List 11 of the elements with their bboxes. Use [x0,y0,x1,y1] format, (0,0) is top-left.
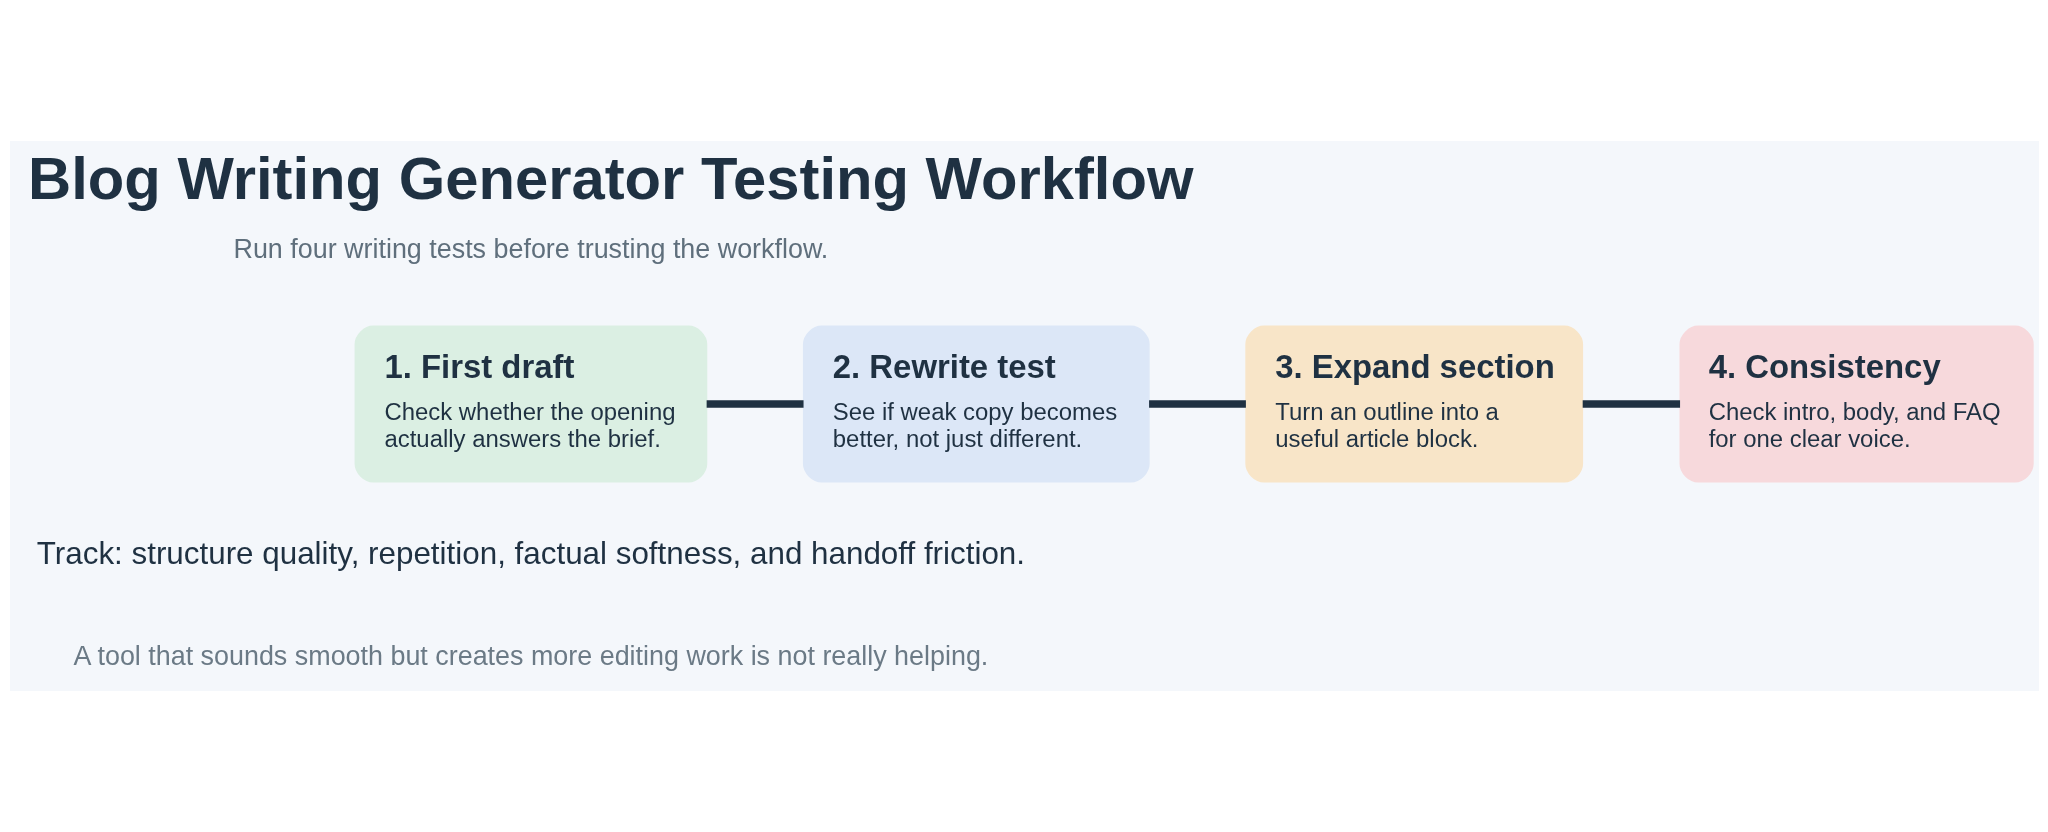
node-box: 3. Expand section Turn an outline into a useful article block. [1244,325,1583,483]
label: Track: structure quality, repetition, factual softness, and handoff friction. [36,536,1025,572]
connector [1148,400,1246,408]
node-box: 1. First draft Check whether the opening actually answers the brief. [354,325,707,483]
label: Run four writing tests before trusting the workflow. [232,234,828,265]
node-box: 4. Consistency Check intro, body, and FAQ for one clear voice. [1679,325,2034,483]
connector [706,400,804,408]
label: A tool that sounds smooth but creates more editing work is not really helping. [73,640,988,671]
connector [1582,400,1680,408]
node-box: 2. Rewrite test See if weak copy becomes better, not just different. [802,325,1150,483]
diagram-title: Blog Writing Generator Testing Workflow [27,145,1193,213]
